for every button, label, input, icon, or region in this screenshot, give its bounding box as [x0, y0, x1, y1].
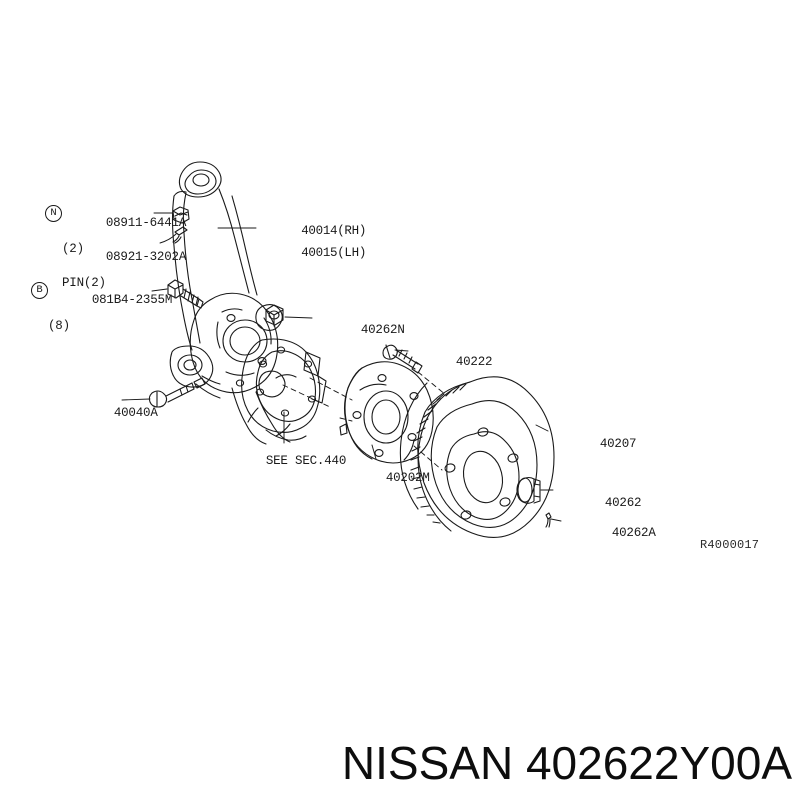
cotter-pin-40262a-drawing	[545, 512, 552, 528]
nut-08911-drawing	[172, 206, 190, 224]
callout-sec440-text: SEE SEC.440	[265, 454, 347, 468]
badge-b: B	[31, 282, 48, 299]
callout-40202m: 40202M	[342, 459, 430, 498]
callout-40262a-text: 40262A	[611, 526, 656, 540]
callout-40207-text: 40207	[599, 437, 637, 451]
callout-see-sec-440: SEE SEC.440	[222, 442, 347, 481]
badge-n: N	[45, 205, 62, 222]
nut-40262n-drawing	[265, 304, 284, 327]
callout-40262n-text: 40262N	[360, 323, 405, 337]
callout-40222-text: 40222	[455, 355, 493, 369]
callout-40207: 40207	[556, 425, 637, 464]
callout-081b4-2355m: 081B4-2355M (8)	[48, 281, 172, 359]
footer-part-number: NISSAN 402622Y00A	[341, 736, 792, 789]
callout-40040a: 40040A	[70, 394, 158, 433]
leader-lines	[121, 212, 562, 522]
callout-081b4-line1: 081B4-2355M	[91, 293, 173, 307]
footer-banner: NISSAN NISSAN 402622Y00A	[0, 725, 800, 800]
callout-08911-6441a: 08911-6441A (2)	[62, 204, 186, 282]
wheel-hub-bearing-drawing	[339, 361, 434, 464]
bolt-40222-drawing	[382, 344, 423, 374]
callout-40202m-text: 40202M	[385, 471, 430, 485]
technical-line-drawing	[121, 161, 562, 538]
callout-08921-3202a: 08921-3202A PIN(2)	[62, 238, 186, 316]
steering-knuckle-drawing	[169, 161, 307, 445]
callout-40262-text: 40262	[604, 496, 642, 510]
diagram-reference-code: R4000017	[700, 538, 760, 552]
splash-shield-drawing	[241, 338, 327, 437]
callout-40014-rh: 40014(RH)	[301, 224, 367, 238]
callout-40222: 40222	[412, 343, 493, 382]
bolt-40040a-drawing	[148, 377, 206, 408]
callout-40015-lh: 40015(LH)	[301, 246, 367, 260]
hub-nut-40262-drawing	[516, 476, 541, 504]
callout-08921-line1: 08921-3202A	[105, 250, 187, 264]
callout-08921-line2: PIN(2)	[62, 276, 106, 290]
callout-steering-knuckle: 40014(RH) 40015(LH)	[258, 215, 366, 270]
bolt-081b4-drawing	[167, 279, 204, 309]
callout-40262a: 40262A	[568, 514, 656, 553]
diagram-canvas: N 08911-6441A (2) 08921-3202A PIN(2) B 0…	[31, 161, 760, 553]
callout-08911-line2: (2)	[62, 242, 84, 256]
callout-40262: 40262	[561, 484, 642, 523]
callout-40262n: 40262N	[317, 311, 405, 350]
pin-08921-drawing	[172, 226, 188, 244]
callout-08911-line1: 08911-6441A	[105, 216, 187, 230]
brake-rotor-drawing	[399, 376, 555, 538]
callout-40040a-text: 40040A	[113, 406, 158, 420]
callout-081b4-line2: (8)	[48, 319, 70, 333]
